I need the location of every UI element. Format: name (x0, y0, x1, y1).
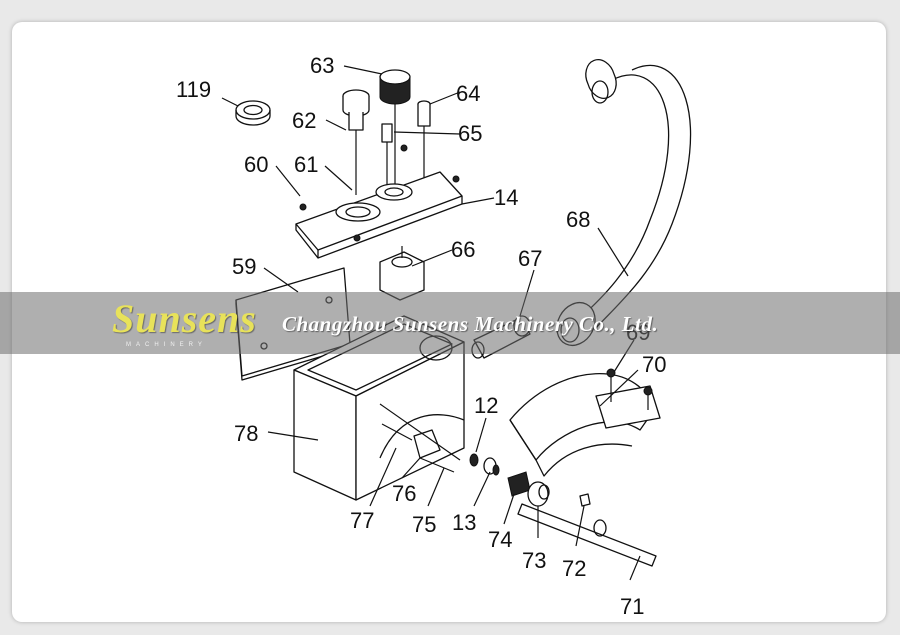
label-119: 119 (176, 77, 211, 102)
label-74: 74 (488, 527, 512, 552)
label-78: 78 (234, 421, 258, 446)
label-67: 67 (518, 246, 542, 271)
label-68: 68 (566, 207, 590, 232)
label-64: 64 (456, 81, 480, 106)
part-61-plate (295, 144, 463, 259)
part-62-switch (342, 89, 370, 195)
label-76: 76 (392, 481, 416, 506)
part-76-bracket (379, 403, 461, 473)
watermark-brand-subtitle: MACHINERY (126, 342, 207, 348)
part-66-component (379, 246, 425, 301)
part-74-spring (507, 471, 531, 497)
watermark-banner (0, 292, 900, 354)
label-14: 14 (494, 185, 518, 210)
label-13: 13 (452, 510, 476, 535)
watermark-company-name: Changzhou Sunsens Machinery Co., Ltd. (282, 312, 659, 336)
label-73: 73 (522, 548, 546, 573)
label-61: 61 (294, 152, 318, 177)
watermark-brand-logo: Sunsens (112, 296, 257, 341)
part-number-labels: 119 63 64 62 65 60 61 14 68 59 66 67 69 … (176, 53, 666, 619)
part-70-guard (509, 368, 661, 477)
label-75: 75 (412, 512, 436, 537)
label-77: 77 (350, 508, 374, 533)
part-13-nut (483, 457, 500, 476)
label-65: 65 (458, 121, 482, 146)
label-63: 63 (310, 53, 334, 78)
part-12-washer (469, 453, 479, 467)
label-66: 66 (451, 237, 475, 262)
label-71: 71 (620, 594, 644, 619)
label-12: 12 (474, 393, 498, 418)
part-71-shaft (517, 503, 657, 567)
label-60: 60 (244, 152, 268, 177)
label-62: 62 (292, 108, 316, 133)
part-119-ring (235, 100, 271, 126)
label-59: 59 (232, 254, 256, 279)
label-70: 70 (642, 352, 666, 377)
part-72-key (579, 493, 591, 507)
part-63-knob (379, 69, 411, 185)
label-72: 72 (562, 556, 586, 581)
part-73-bushing (527, 481, 550, 507)
